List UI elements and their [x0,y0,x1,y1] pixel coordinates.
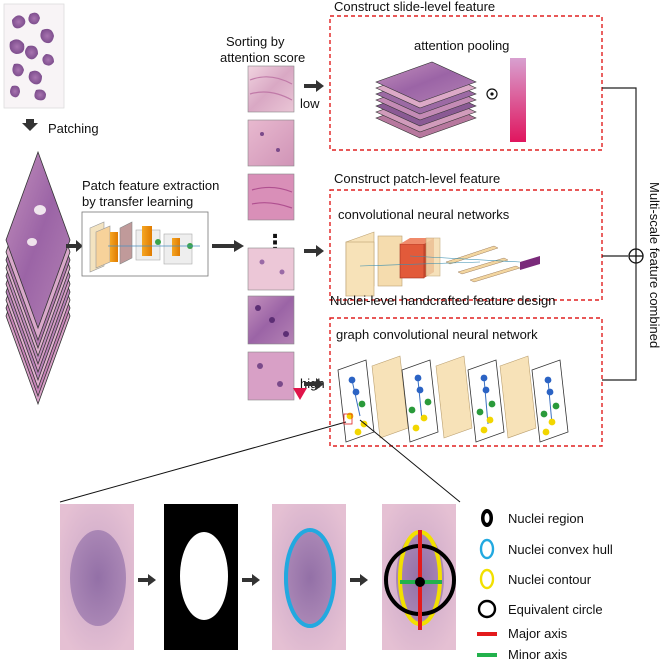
patch-feature-title-line1: Patch feature extraction [82,178,219,193]
patch-stack [5,150,71,406]
patch-feature-title-line2: by transfer learning [82,194,193,209]
patching-label: Patching [48,121,99,136]
whole-slide-image [3,3,65,109]
attention-vector [510,58,526,142]
sort-arrow-head-icon [293,388,307,400]
sorting-label-line2: attention score [220,50,305,65]
legend-label-5: Minor axis [508,647,568,662]
odot-operator-icon [486,88,498,100]
legend-label-2: Nuclei contour [508,572,592,587]
multi-scale-label: Multi-scale feature combined [647,182,662,348]
zoom-source-marker [343,413,353,425]
sort-low-label: low [300,96,320,111]
nuclei-box-title: Nuclei-level handcrafted feature design [330,293,555,308]
arrow-to-sorted-patches-icon [212,240,244,252]
convex-hull-icon [479,538,495,560]
sorting-label-line1: Sorting by [226,34,285,49]
arrow-high-to-nuclei-icon [304,378,324,390]
nuclei-level-box [329,317,603,447]
cnn-diagram [345,231,540,297]
patch-box-title: Construct patch-level feature [334,171,500,186]
slide-box-title: Construct slide-level feature [334,0,495,14]
sorted-patches: ⋮ [247,65,295,401]
legend-label-0: Nuclei region [508,511,584,526]
patching-arrow-icon [22,119,38,131]
nucleus-step-mask [164,504,238,650]
nucleus-step-features [382,504,456,650]
legend-label-4: Major axis [508,626,568,641]
arrow-to-extractor-icon [66,240,83,252]
patch-box-subtitle: convolutional neural networks [338,207,510,222]
slide-level-box [329,15,603,151]
step-arrow-3-icon [350,574,368,586]
legend-label-1: Nuclei convex hull [508,542,613,557]
legend-label-3: Equivalent circle [508,602,603,617]
slide-box-subtitle: attention pooling [414,38,509,53]
nucleus-step-original [60,504,134,650]
step-arrow-1-icon [138,574,156,586]
nuclei-box-subtitle: graph convolutional neural network [336,327,538,342]
circle-icon [477,599,497,619]
zoom-line-left [59,421,347,503]
legend: Nuclei region Nuclei convex hull Nuclei … [477,509,613,662]
oplus-combine-icon [628,248,644,264]
transfer-learning-network [81,211,209,277]
nucleus-region-icon [481,509,493,527]
step-arrow-2-icon [242,574,260,586]
arrow-to-patch-box-icon [304,245,324,257]
zoom-line-right [359,419,461,503]
feature-map-stack [375,61,477,139]
gcn-diagram [337,355,569,443]
patch-level-box [329,189,603,301]
arrow-low-to-slide-icon [304,80,324,92]
nucleus-step-hull [272,504,346,650]
combination-connectors [602,87,637,381]
contour-icon [479,568,495,590]
